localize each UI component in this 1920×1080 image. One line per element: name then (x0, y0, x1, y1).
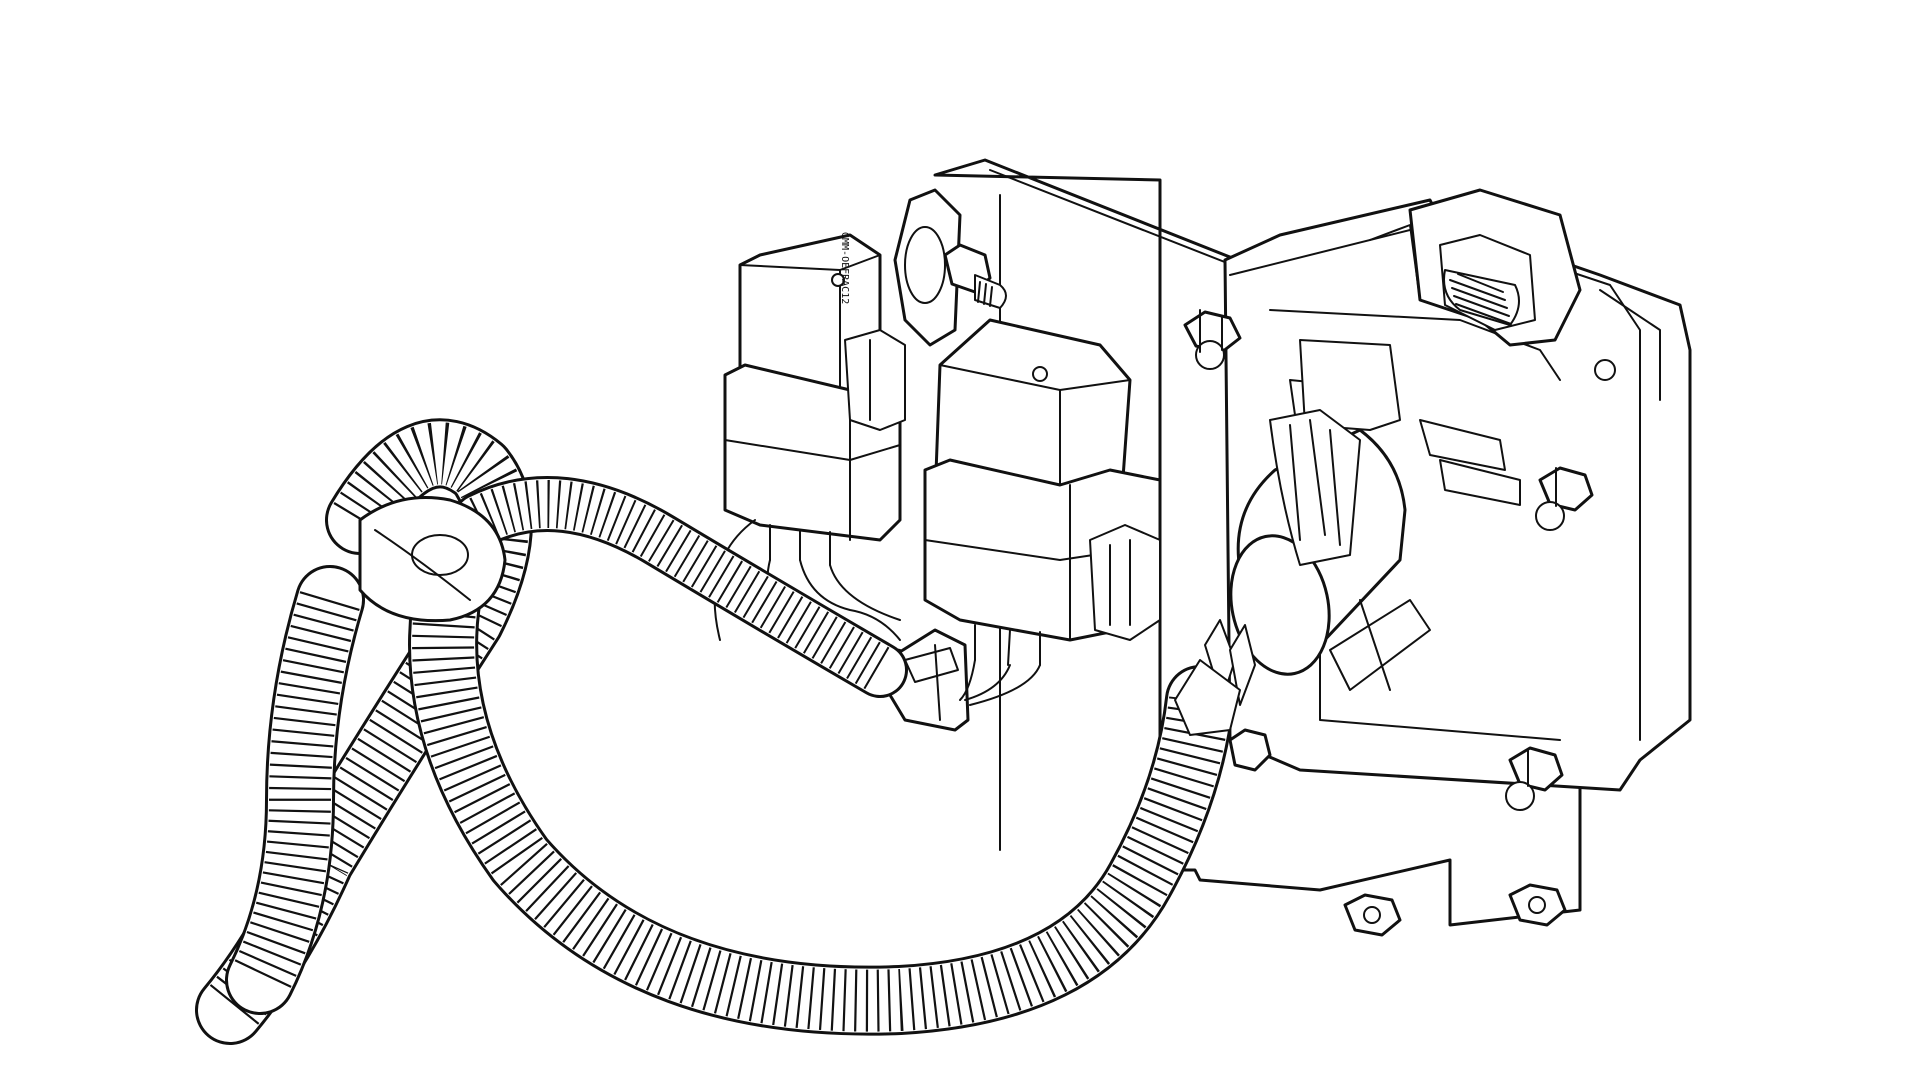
hex-nut-top (1183, 309, 1242, 370)
hex-nut-bottom-right (1508, 883, 1567, 927)
conduit-left-tail (225, 565, 365, 1015)
connector-wires (1174, 619, 1256, 736)
hex-nut-bottom-left (1343, 893, 1402, 937)
conduit-junction-tape (358, 496, 507, 623)
nut-under-connector (1228, 728, 1272, 772)
module-harness-connector (1229, 409, 1431, 691)
hex-nut-right (1535, 466, 1594, 531)
conduit-upper-branch (452, 476, 908, 698)
relay-rear: GMM-OEFRAC12 (723, 232, 906, 566)
relay-part-label: GMM-OEFRAC12 (839, 232, 850, 304)
hex-nut-lower-right (1505, 746, 1564, 811)
ground-stud (893, 188, 1007, 347)
relay-front (923, 318, 1162, 666)
latch-spring (1443, 269, 1520, 326)
inline-connector (888, 628, 970, 732)
conduit-lower-loop (408, 545, 1235, 1036)
